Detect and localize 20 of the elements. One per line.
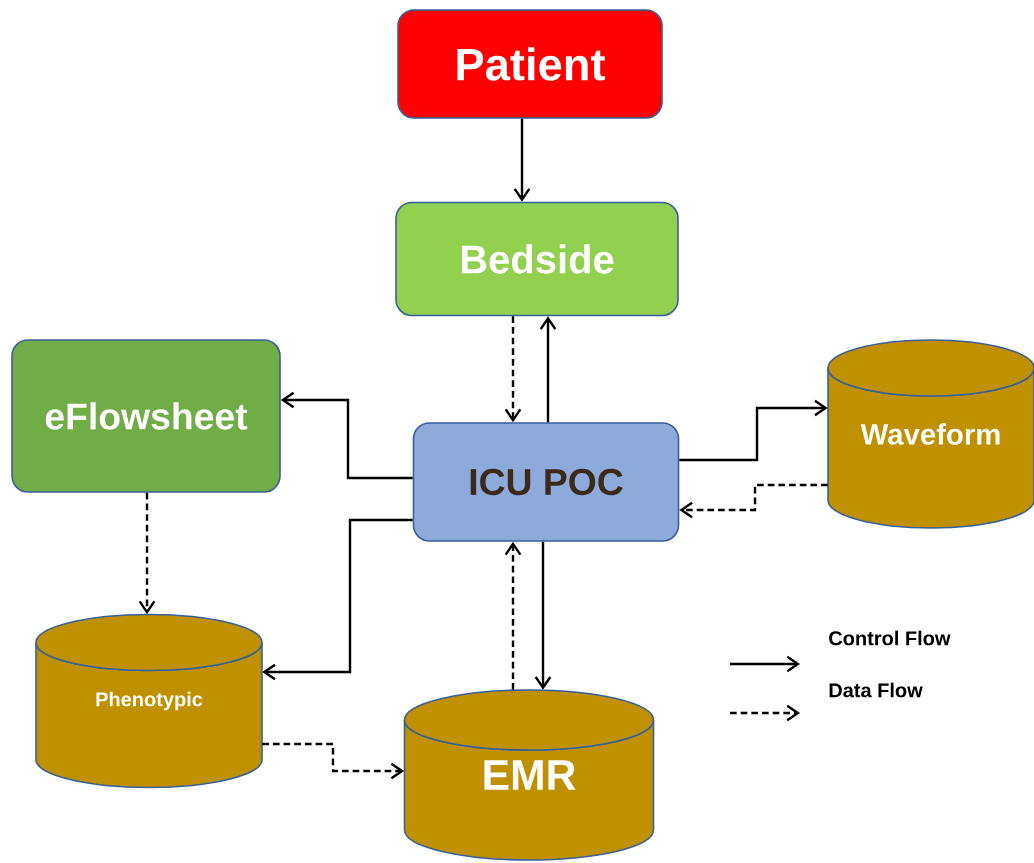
process-box: eFlowsheet bbox=[11, 339, 281, 493]
legend-text: Data Flow bbox=[829, 682, 923, 698]
process-box: Bedside bbox=[395, 201, 679, 317]
arrow bbox=[679, 399, 828, 462]
arrow bbox=[504, 541, 522, 690]
database-cylinder: Phenotypic bbox=[35, 613, 263, 789]
arrow bbox=[262, 742, 405, 780]
arrow bbox=[262, 518, 413, 681]
arrow bbox=[679, 483, 828, 519]
arrow bbox=[504, 316, 522, 423]
arrow bbox=[138, 492, 156, 615]
database-cylinder: EMR bbox=[403, 689, 655, 861]
process-box: Patient bbox=[397, 9, 663, 119]
arrow bbox=[280, 391, 413, 480]
arrow bbox=[534, 541, 552, 690]
arrow bbox=[539, 316, 557, 423]
process-box: ICU POC bbox=[412, 422, 680, 542]
arrow bbox=[513, 118, 531, 202]
legend-text: Control Flow bbox=[829, 630, 951, 646]
database-cylinder: Waveform bbox=[827, 339, 1034, 529]
